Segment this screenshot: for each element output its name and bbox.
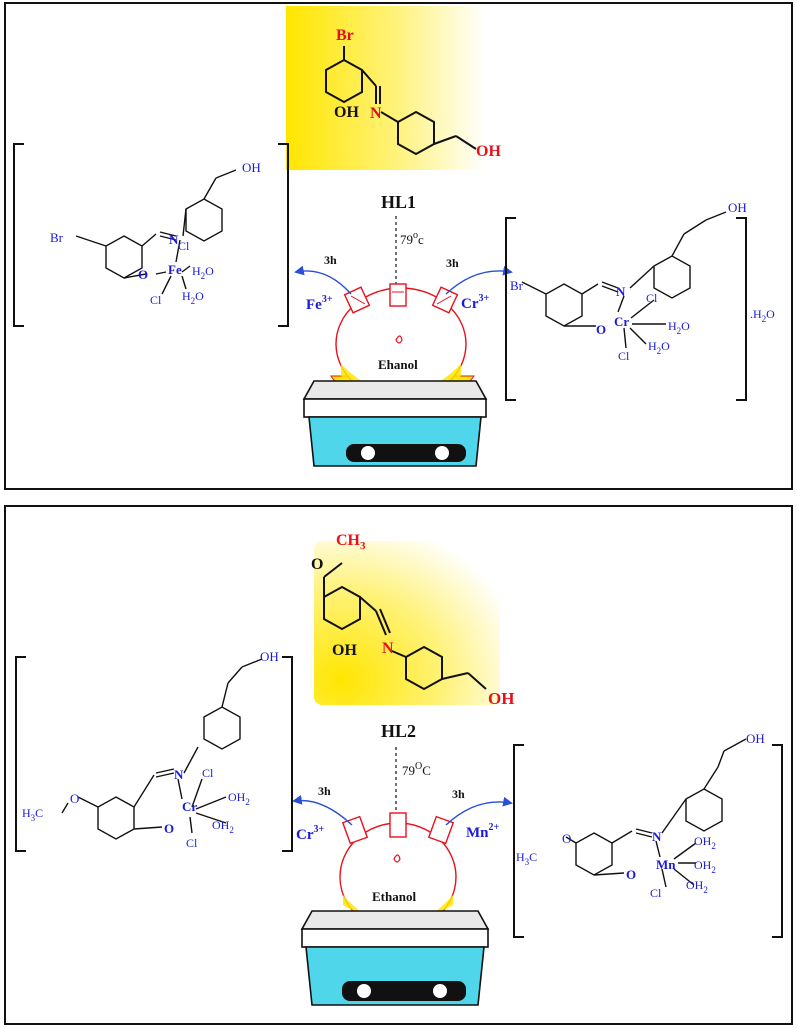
fe-complex-h2o-2: H2O [182, 289, 204, 306]
mn-oh2-3: OH2 [686, 878, 708, 895]
temp2-value: 79OC [402, 761, 431, 778]
ligand-hl1-structure [325, 46, 477, 156]
right2-time: 3h [452, 787, 465, 801]
cr-complex-h2o-1: H2O [668, 319, 690, 336]
left-time: 3h [324, 253, 337, 267]
hotplate [302, 380, 488, 467]
fe-complex-n: N [169, 232, 179, 247]
ligand-hl2-oh-chain: OH [488, 689, 514, 708]
stir-bar-2-icon [393, 854, 401, 863]
cr2-oh2-1: OH2 [228, 790, 250, 807]
arrow2-right-icon [445, 796, 513, 826]
cr2-methoxy-o: O [70, 791, 79, 806]
ligand-hl1-n: N [370, 105, 382, 122]
cr-complex-cl-1: Cl [646, 291, 658, 305]
fe-complex-cl-1: Cl [178, 239, 190, 253]
ligand-hl2-n: N [382, 640, 394, 657]
ligand-hl2-label: HL2 [381, 721, 416, 741]
fe-complex [13, 143, 289, 327]
cr2-n: N [174, 767, 184, 782]
cr-complex-br: Br [510, 278, 524, 293]
cr-complex-oh: OH [728, 200, 747, 215]
hotplate-2 [300, 910, 490, 1006]
fe-complex-cl-2: Cl [150, 293, 162, 307]
cr-complex-cl-2: Cl [618, 349, 630, 363]
right-time: 3h [446, 256, 459, 270]
mn-methoxy-h3c: H3C [516, 850, 537, 867]
cr-complex-n: N [616, 284, 626, 299]
cr2-metal: Cr [182, 799, 197, 814]
mn-oh2-1: OH2 [694, 834, 716, 851]
ligand-hl1-br: Br [336, 27, 354, 44]
temp-value: 79oc [400, 230, 424, 247]
knob-left-icon [361, 446, 375, 460]
flask2-solvent-label: Ethanol [372, 889, 416, 904]
fe-complex-h2o-1: H2O [192, 264, 214, 281]
left-metal-ion: Fe3+ [306, 294, 333, 313]
knob2-right-icon [433, 984, 447, 998]
stir-bar-icon [395, 335, 403, 344]
cr2-oh: OH [260, 649, 279, 664]
ligand-hl1-box [286, 6, 486, 170]
cr-complex-h2o-2: H2O [648, 339, 670, 356]
ligand-hl2-oh-phenol: OH [332, 642, 357, 659]
mn-metal: Mn [656, 857, 676, 872]
cr-complex-hydrate: .H2O [750, 307, 775, 324]
ligand-hl1-oh-phenol: OH [334, 104, 359, 121]
flask-solvent-label: Ehanol [378, 357, 418, 372]
ligand-hl2-ch3: CH3 [336, 532, 366, 552]
mn-oh: OH [746, 731, 765, 746]
arrow-left-icon [294, 265, 352, 295]
ligand-hl2-o: O [311, 556, 323, 573]
knob-right-icon [435, 446, 449, 460]
cr2-o: O [164, 821, 174, 836]
mn-cl: Cl [650, 886, 662, 900]
ligand-hl2-structure [323, 562, 487, 691]
ligand-hl1-label: HL1 [381, 192, 416, 212]
right-metal-ion: Cr3+ [461, 293, 490, 312]
cr-complex-o: O [596, 322, 606, 337]
arrow-right-icon [445, 265, 513, 295]
cr-complex [505, 211, 747, 401]
right2-metal-ion: Mn2+ [466, 822, 500, 841]
cr2-oh2-2: OH2 [212, 818, 234, 835]
cr-complex-metal: Cr [614, 314, 629, 329]
cr2-cl-2: Cl [186, 836, 198, 850]
fe-complex-oh: OH [242, 160, 261, 175]
mn-n: N [652, 829, 662, 844]
left2-metal-ion: Cr3+ [296, 824, 325, 843]
mn-methoxy-o: O [562, 831, 571, 846]
mn-oh2-2: OH2 [694, 858, 716, 875]
fe-complex-metal: Fe [168, 262, 182, 277]
reaction-panel-hl1: Br OH N OH HL1 79oc Ehanol 3h 3h Fe3+ Cr… [4, 2, 793, 490]
fe-complex-br: Br [50, 230, 64, 245]
left2-time: 3h [318, 784, 331, 798]
scheme-hl2-svg: O CH3 OH N OH HL2 79OC Ethanol 3h 3h Cr3… [15, 532, 783, 1006]
cr-complex-2 [15, 656, 293, 852]
ligand-hl2-box [314, 541, 500, 705]
mn-o: O [626, 867, 636, 882]
scheme-hl1-svg: Br OH N OH HL1 79oc Ehanol 3h 3h Fe3+ Cr… [13, 6, 775, 467]
mn-complex [513, 738, 783, 938]
fe-complex-o: O [138, 267, 148, 282]
ligand-hl1-oh-chain: OH [476, 143, 501, 160]
arrow2-left-icon [292, 795, 353, 826]
reaction-panel-hl2: O CH3 OH N OH HL2 79OC Ethanol 3h 3h Cr3… [4, 505, 793, 1025]
cr2-methoxy-h3c: H3C [22, 806, 43, 823]
knob2-left-icon [357, 984, 371, 998]
cr2-cl-1: Cl [202, 766, 214, 780]
